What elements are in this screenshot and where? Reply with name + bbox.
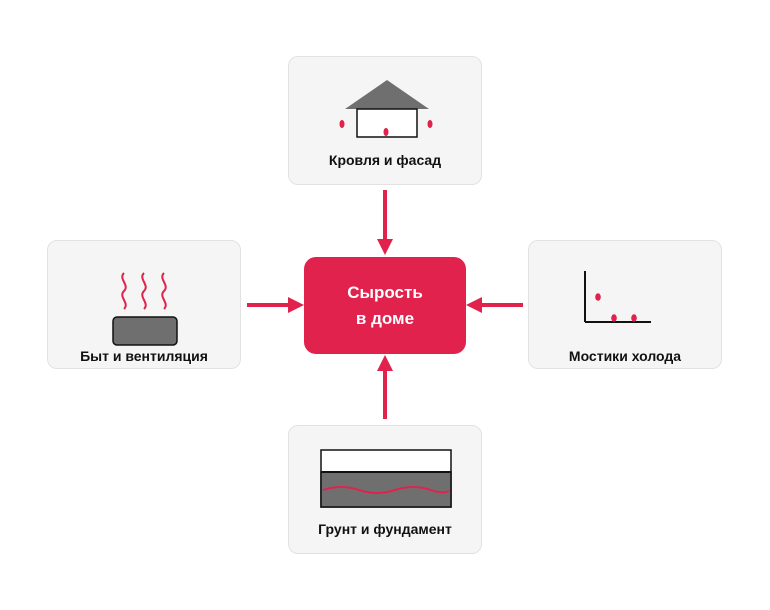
- card-household-ventilation-label: Быт и вентиляция: [80, 348, 208, 364]
- center-box-dampness: Сырость в доме: [304, 257, 466, 354]
- arrow-right: [466, 297, 523, 313]
- card-cold-bridges: Мостики холода: [528, 240, 722, 369]
- arrow-left: [247, 297, 304, 313]
- steam-icon: [112, 272, 178, 346]
- arrow-bottom: [377, 355, 393, 419]
- card-household-ventilation: Быт и вентиляция: [47, 240, 241, 369]
- house-icon: [339, 80, 433, 138]
- card-ground-foundation-label: Грунт и фундамент: [318, 521, 452, 537]
- card-ground-foundation: Грунт и фундамент: [288, 425, 482, 554]
- card-roof-facade-label: Кровля и фасад: [328, 152, 442, 168]
- ground-water-icon: [320, 449, 452, 508]
- center-title-line1: Сырость: [347, 282, 423, 302]
- arrow-top: [377, 190, 393, 255]
- card-roof-facade: Кровля и фасад: [288, 56, 482, 185]
- center-title-line2: в доме: [355, 308, 415, 328]
- card-cold-bridges-label: Мостики холода: [568, 348, 682, 364]
- cold-bridge-chart-icon: [584, 271, 651, 323]
